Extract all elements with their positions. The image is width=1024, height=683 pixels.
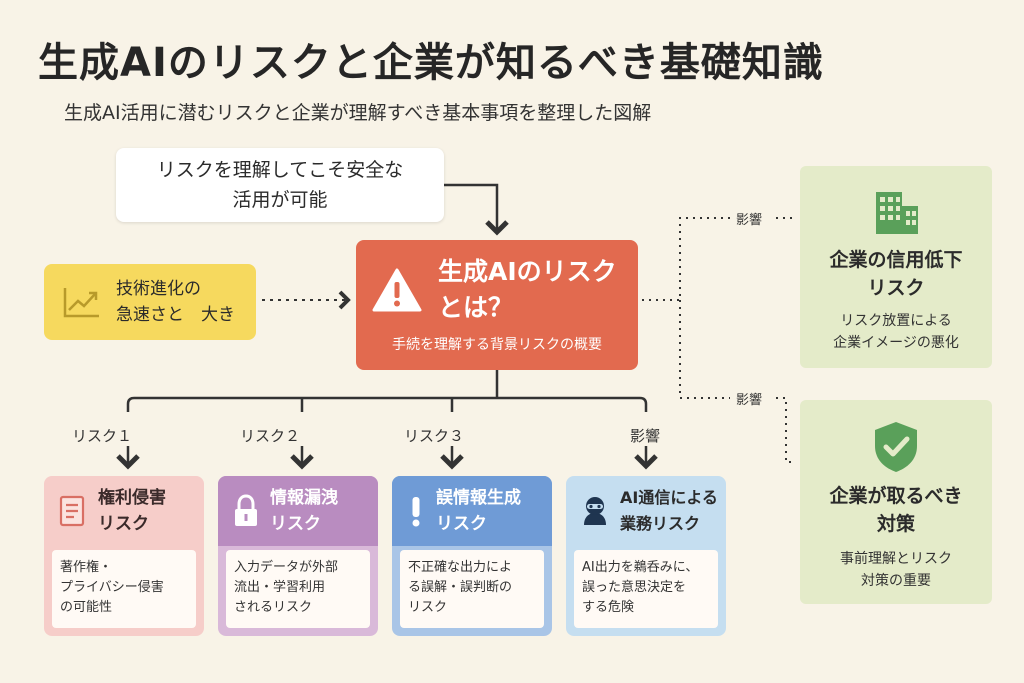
card1-title-2: リスク <box>98 514 149 534</box>
card3-body: 不正確な出力によ る誤解・誤判断の リスク <box>400 550 544 628</box>
credit-desc-1: リスク放置による <box>840 313 952 329</box>
credit-desc-2: 企業イメージの悪化 <box>833 335 959 351</box>
card2-title-1: 情報漏洩 <box>270 488 338 508</box>
risk-label-3: リスク３ <box>404 427 465 445</box>
tech-line-2: 急速さと 大き <box>116 305 235 325</box>
effect-label-bottom: 影響 <box>732 389 767 408</box>
risk-label-2: リスク２ <box>240 427 301 445</box>
center-to-right-dotted <box>642 217 796 463</box>
note-line-2: 活用が可能 <box>232 189 328 211</box>
tech-line-1: 技術進化の <box>116 279 201 299</box>
card2-title-2: リスク <box>270 514 321 534</box>
measures-desc-2: 対策の重要 <box>861 573 931 589</box>
tech-box: 技術進化の 急速さと 大き <box>44 264 256 340</box>
right-card-credit: 企業の信用低下 リスク リスク放置による 企業イメージの悪化 <box>800 166 992 368</box>
measures-title-1: 企業が取るべき <box>829 485 963 507</box>
card1-body-line: プライバシー侵害 <box>60 580 164 595</box>
building-icon <box>876 192 918 234</box>
credit-title-1: 企業の信用低下 <box>829 249 963 271</box>
center-title-2: とは？ <box>438 293 514 322</box>
card4-body-line: する危険 <box>582 600 635 615</box>
risk-label-4: 影響 <box>630 427 661 445</box>
lock-icon <box>235 494 257 526</box>
risk-card-leak: 情報漏洩 リスク 入力データが外部 流出・学習利用 されるリスク <box>218 476 378 636</box>
card2-body-line: されるリスク <box>234 600 313 615</box>
card1-body-line: 著作権・ <box>60 560 113 575</box>
document-icon <box>59 495 85 527</box>
center-subtitle: 手続を理解する背景リスクの概要 <box>392 337 602 353</box>
card2-body-line: 入力データが外部 <box>234 560 339 575</box>
warning-icon <box>372 268 422 312</box>
card4-title-1: AI通信による <box>620 488 718 507</box>
risk-card-rights: 権利侵害 リスク 著作権・ プライバシー侵害 の可能性 <box>44 476 204 636</box>
note-line-1: リスクを理解してこそ安全な <box>156 159 404 181</box>
card4-title-2: 業務リスク <box>620 514 701 533</box>
page-subtitle: 生成AI活用に潜むリスクと企業が理解すべき基本事項を整理した図解 <box>64 102 652 124</box>
measures-title-2: 対策 <box>876 513 915 535</box>
risk-card-business: AI通信による 業務リスク AI出力を鵜呑みに、 誤った意思決定を する危険 <box>566 476 726 636</box>
card3-title-1: 誤情報生成 <box>436 488 521 508</box>
card2-body: 入力データが外部 流出・学習利用 されるリスク <box>226 550 370 628</box>
shield-check-icon <box>875 422 917 472</box>
card3-title-2: リスク <box>436 514 487 534</box>
center-box: 生成AIのリスク とは？ 手続を理解する背景リスクの概要 <box>356 240 638 370</box>
chart-up-icon <box>63 288 99 318</box>
card4-body: AI出力を鵜呑みに、 誤った意思決定を する危険 <box>574 550 718 628</box>
card2-body-line: 流出・学習利用 <box>234 580 326 595</box>
note-to-center-arrow <box>444 183 509 236</box>
card4-body-line: 誤った意思決定を <box>582 580 687 595</box>
card1-title-1: 権利侵害 <box>98 488 166 508</box>
card1-body: 著作権・ プライバシー侵害 の可能性 <box>52 550 196 628</box>
card4-body-line: AI出力を鵜呑みに、 <box>582 560 699 575</box>
card3-body-line: リスク <box>408 600 448 615</box>
page-title: 生成AIのリスクと企業が知るべき基礎知識 <box>38 40 824 86</box>
exclamation-icon <box>412 497 420 527</box>
right-card-measures: 企業が取るべき 対策 事前理解とリスク 対策の重要 <box>800 400 992 604</box>
card3-body-line: 不正確な出力によ <box>408 560 513 575</box>
effect-label-top: 影響 <box>732 209 767 228</box>
risk-label-1: リスク１ <box>72 427 133 445</box>
risk-card-misinfo: 誤情報生成 リスク 不正確な出力によ る誤解・誤判断の リスク <box>392 476 552 636</box>
branch-lines <box>126 370 648 412</box>
measures-desc-1: 事前理解とリスク <box>840 551 952 567</box>
center-title-1: 生成AIのリスク <box>438 257 617 286</box>
hacker-icon <box>584 497 606 525</box>
note-box: リスクを理解してこそ安全な 活用が可能 <box>116 148 444 222</box>
card3-body-line: る誤解・誤判断の <box>408 580 513 595</box>
credit-title-2: リスク <box>867 277 925 299</box>
card1-body-line: の可能性 <box>60 600 113 615</box>
